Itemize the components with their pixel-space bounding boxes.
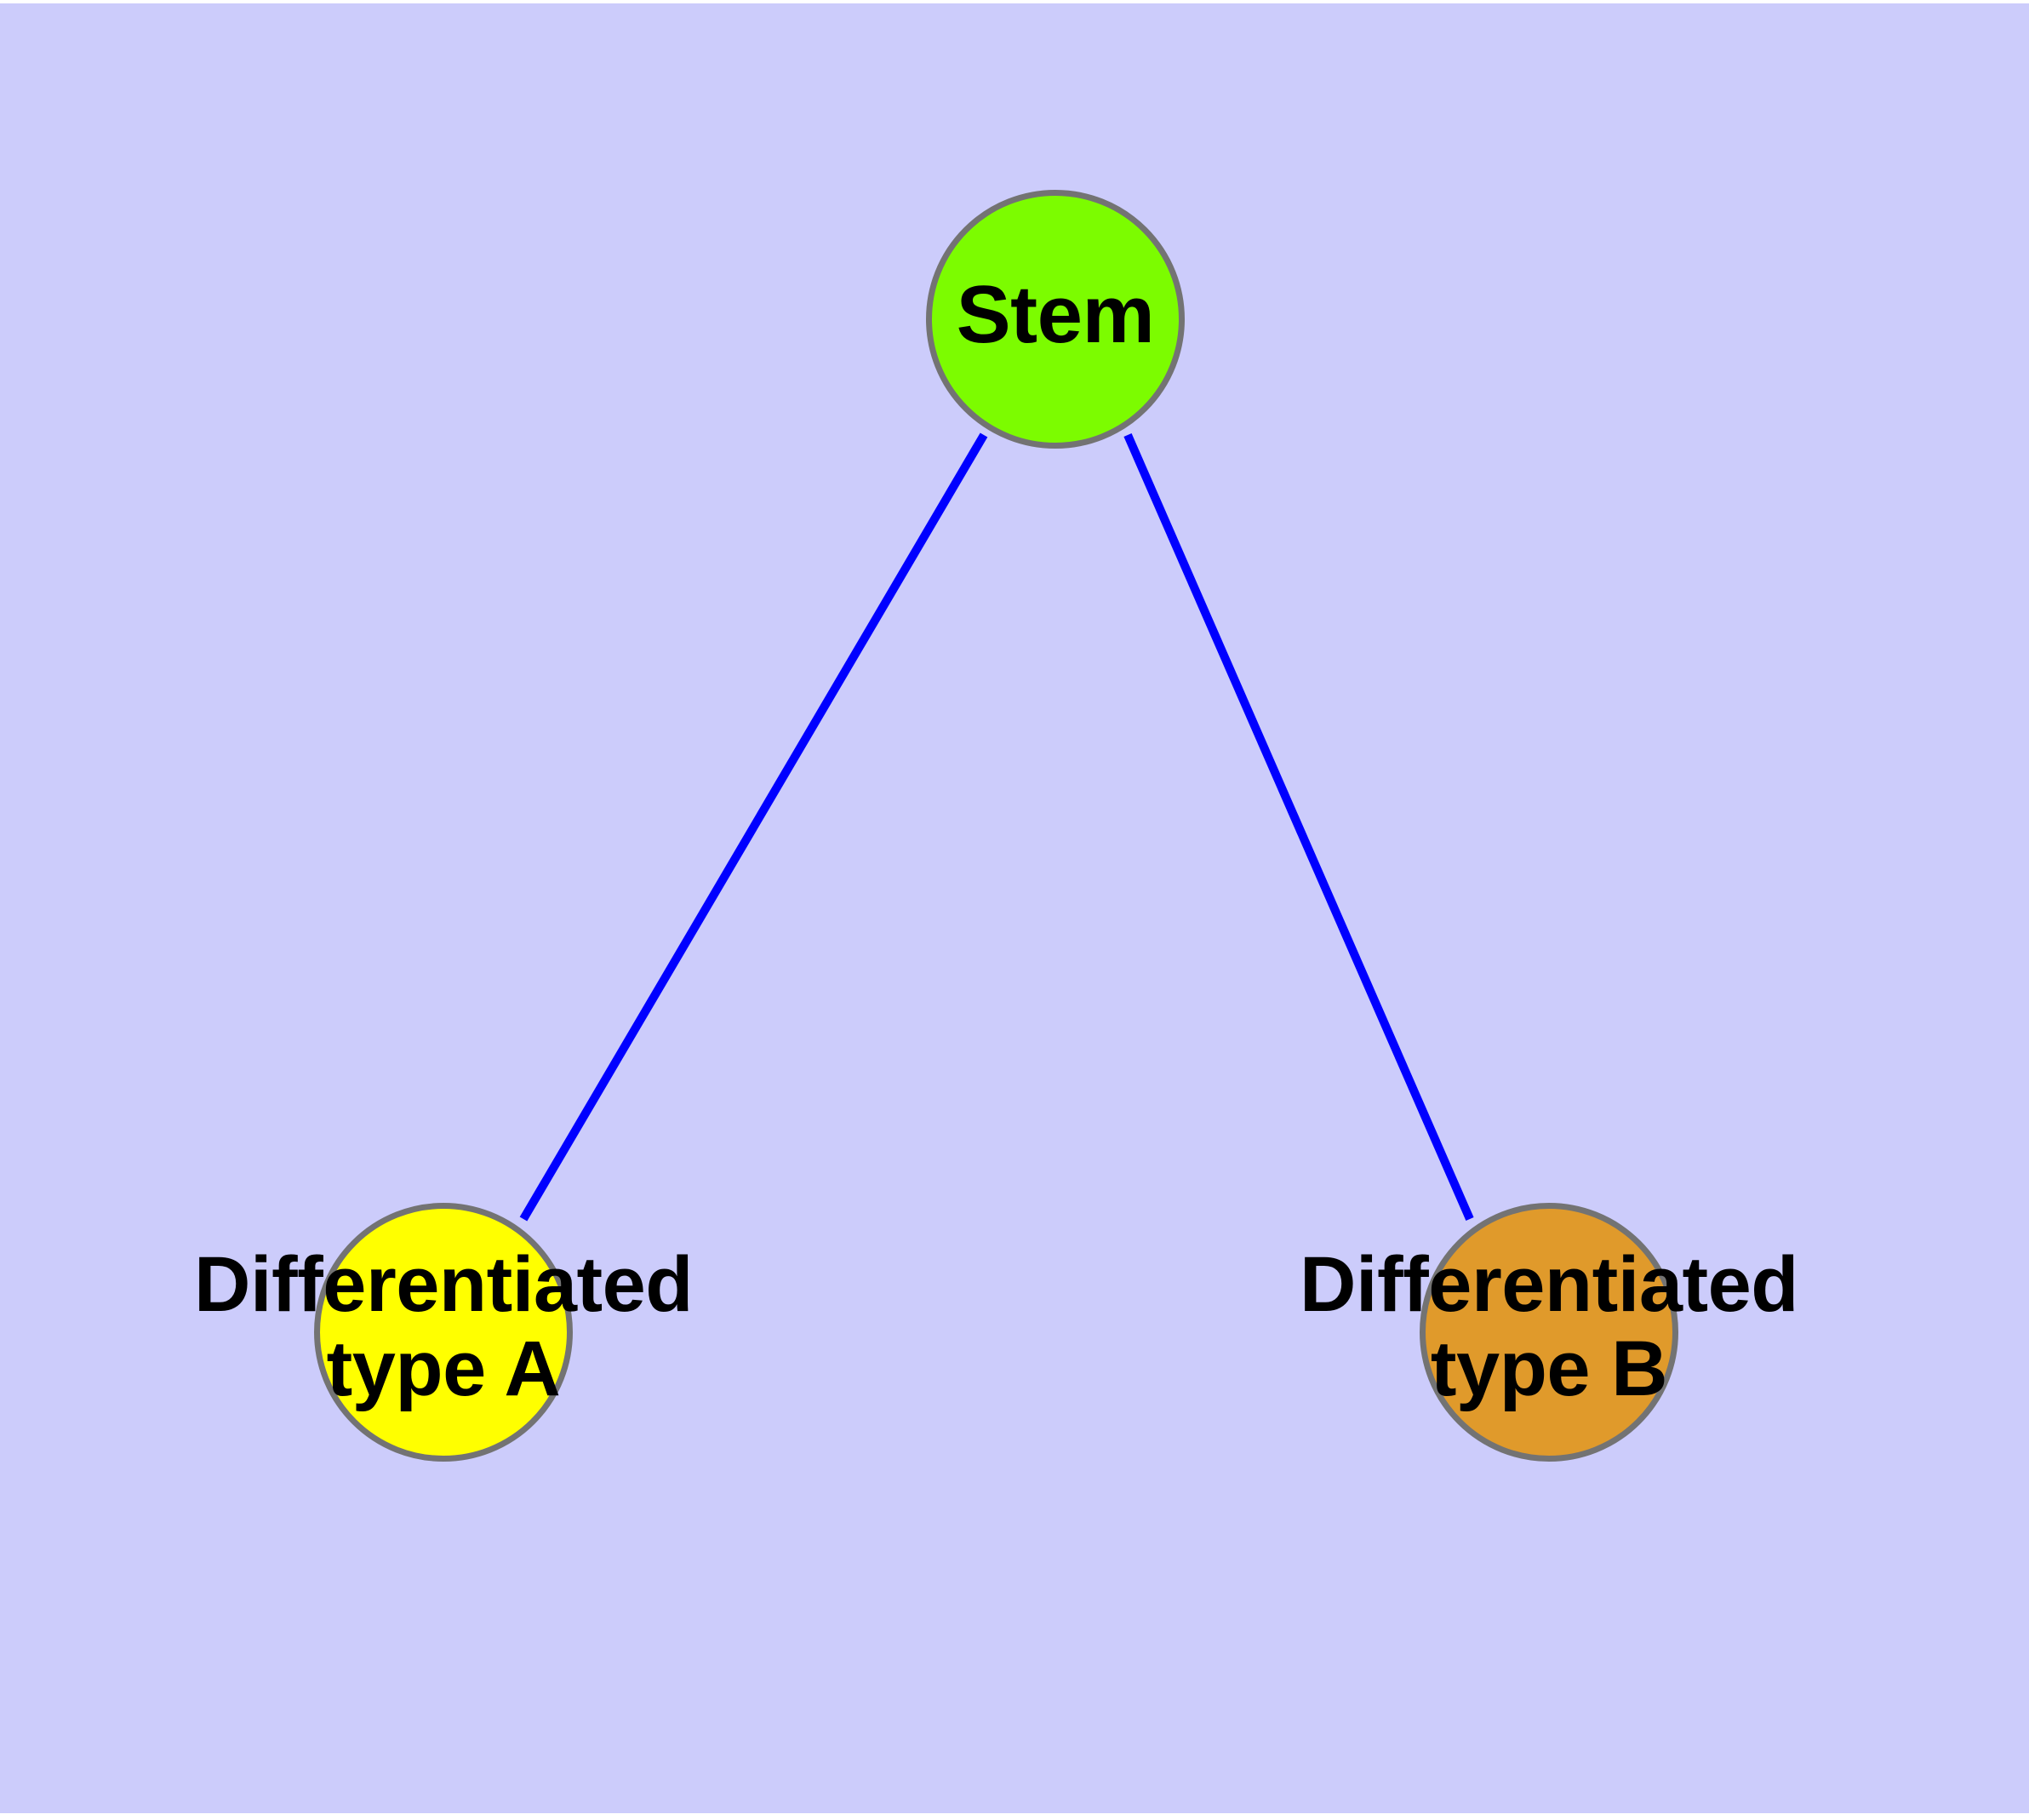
node-type-b-label-line-2: type B: [1430, 1325, 1668, 1413]
node-type-a-label: Differentiated type A: [60, 1241, 826, 1413]
node-stem-label: Stem: [926, 271, 1185, 359]
node-type-b-label: Differentiated type B: [1166, 1241, 1932, 1413]
edge-stem-to-type-b: [1123, 432, 1474, 1222]
node-stem-label-line-1: Stem: [956, 269, 1155, 360]
node-differentiated-type-b[interactable]: [1420, 1203, 1678, 1462]
node-differentiated-type-a[interactable]: [314, 1203, 573, 1462]
node-stem[interactable]: [926, 190, 1185, 449]
edge-stem-to-type-a: [519, 432, 988, 1222]
node-type-a-label-line-2: type A: [326, 1325, 561, 1413]
node-type-a-label-line-1: Differentiated: [194, 1241, 693, 1328]
node-type-b-label-line-1: Differentiated: [1300, 1241, 1798, 1328]
